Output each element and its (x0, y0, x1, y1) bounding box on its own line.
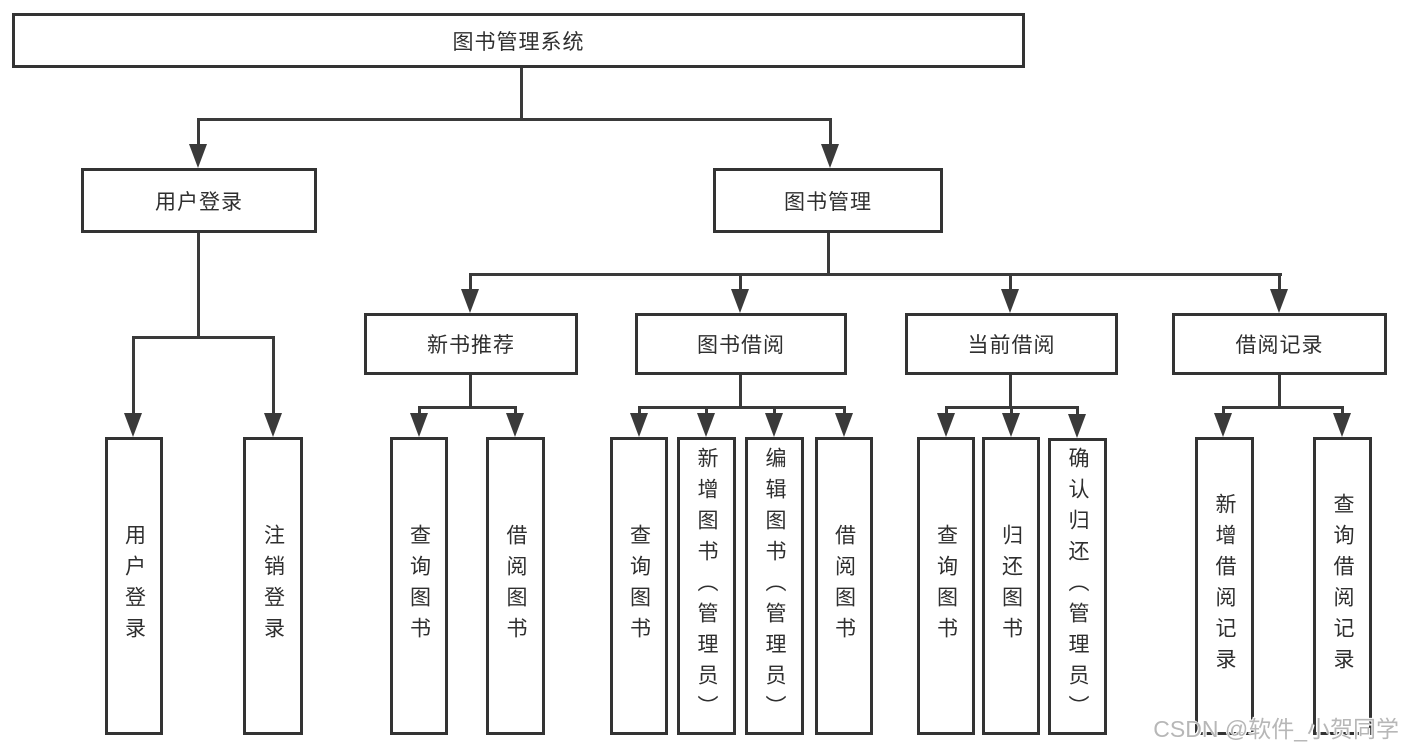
csdn-watermark: CSDN @软件_小贺同学 (1153, 716, 1399, 742)
arrowhead-icon (835, 413, 853, 437)
arrowhead-icon (630, 413, 648, 437)
connector-vline (1341, 406, 1344, 416)
arrowhead-icon (1001, 289, 1019, 313)
node-current-borrow-label: 当前借阅 (967, 334, 1056, 357)
connector-vline (739, 273, 742, 291)
connector-vline (739, 375, 742, 409)
arrowhead-icon (821, 144, 839, 168)
leaf-borrow-book-recommend-label: 借阅图书 (504, 524, 527, 648)
node-user-login: 用户登录 (81, 168, 317, 233)
leaf-query-borrow-record-label: 查询借阅记录 (1331, 493, 1354, 679)
connector-vline (1222, 406, 1225, 416)
connector-vline (520, 68, 523, 118)
leaf-add-book-admin: 新增图书（管理员） (677, 437, 736, 735)
connector-vline (1278, 273, 1281, 291)
arrowhead-icon (264, 413, 282, 437)
connector-hline (418, 406, 517, 409)
connector-hline (197, 118, 832, 121)
node-book-borrow: 图书借阅 (635, 313, 847, 375)
arrowhead-icon (506, 413, 524, 437)
connector-vline (1278, 375, 1281, 409)
connector-vline (1076, 406, 1079, 416)
connector-vline (272, 336, 275, 416)
connector-vline (1009, 273, 1012, 291)
leaf-confirm-return-admin-label: 确认归还（管理员） (1066, 447, 1089, 726)
node-user-login-label: 用户登录 (155, 190, 243, 214)
arrowhead-icon (1333, 413, 1351, 437)
leaf-user-login-label: 用户登录 (122, 524, 146, 648)
node-book-management-label: 图书管理 (784, 190, 872, 214)
connector-vline (843, 406, 846, 416)
connector-vline (197, 233, 200, 336)
arrowhead-icon (765, 413, 783, 437)
node-book-borrow-label: 图书借阅 (697, 334, 785, 357)
connector-vline (469, 273, 472, 291)
arrowhead-icon (1270, 289, 1288, 313)
connector-vline (829, 118, 832, 148)
arrowhead-icon (697, 413, 715, 437)
arrowhead-icon (189, 144, 207, 168)
connector-vline (514, 406, 517, 416)
leaf-edit-book-admin: 编辑图书（管理员） (745, 437, 804, 735)
connector-vline (197, 118, 200, 148)
connector-vline (418, 406, 421, 416)
leaf-borrow-book-label: 借阅图书 (832, 524, 856, 648)
connector-hline (469, 273, 1282, 276)
leaf-user-login: 用户登录 (105, 437, 163, 735)
arrowhead-icon (124, 413, 142, 437)
connector-hline (132, 336, 275, 339)
node-new-book-recommend-label: 新书推荐 (427, 334, 515, 357)
connector-vline (773, 406, 776, 416)
leaf-edit-book-admin-label: 编辑图书（管理员） (763, 446, 786, 726)
connector-vline (945, 406, 948, 416)
leaf-query-book-borrow: 查询图书 (610, 437, 668, 735)
leaf-add-borrow-record-label: 新增借阅记录 (1213, 493, 1236, 679)
leaf-return-book: 归还图书 (982, 437, 1040, 735)
connector-vline (132, 336, 135, 416)
leaf-return-book-label: 归还图书 (999, 524, 1023, 648)
arrowhead-icon (461, 289, 479, 313)
connector-hline (1222, 406, 1344, 409)
connector-hline (638, 406, 846, 409)
leaf-query-book-borrow-label: 查询图书 (627, 524, 651, 648)
connector-vline (469, 375, 472, 409)
arrowhead-icon (937, 413, 955, 437)
connector-vline (705, 406, 708, 416)
leaf-query-book-recommend: 查询图书 (390, 437, 448, 735)
arrowhead-icon (731, 289, 749, 313)
node-root: 图书管理系统 (12, 13, 1025, 68)
leaf-query-book-current-label: 查询图书 (934, 524, 958, 648)
node-borrow-records-label: 借阅记录 (1235, 334, 1324, 357)
connector-vline (638, 406, 641, 416)
leaf-add-book-admin-label: 新增图书（管理员） (695, 446, 718, 726)
leaf-query-book-current: 查询图书 (917, 437, 975, 735)
arrowhead-icon (1214, 413, 1232, 437)
arrowhead-icon (1002, 413, 1020, 437)
node-current-borrow: 当前借阅 (905, 313, 1118, 375)
connector-vline (827, 233, 830, 273)
leaf-borrow-book-recommend: 借阅图书 (486, 437, 545, 735)
arrowhead-icon (1068, 414, 1086, 438)
leaf-confirm-return-admin: 确认归还（管理员） (1048, 438, 1107, 735)
node-new-book-recommend: 新书推荐 (364, 313, 578, 375)
node-borrow-records: 借阅记录 (1172, 313, 1387, 375)
node-book-management: 图书管理 (713, 168, 943, 233)
connector-vline (1009, 375, 1012, 409)
node-root-label: 图书管理系统 (452, 30, 585, 54)
leaf-query-book-recommend-label: 查询图书 (407, 524, 431, 648)
leaf-add-borrow-record: 新增借阅记录 (1195, 437, 1254, 735)
leaf-query-borrow-record: 查询借阅记录 (1313, 437, 1372, 735)
arrowhead-icon (410, 413, 428, 437)
leaf-borrow-book: 借阅图书 (815, 437, 873, 735)
leaf-logout: 注销登录 (243, 437, 303, 735)
leaf-logout-label: 注销登录 (261, 524, 285, 648)
connector-vline (1010, 406, 1013, 416)
